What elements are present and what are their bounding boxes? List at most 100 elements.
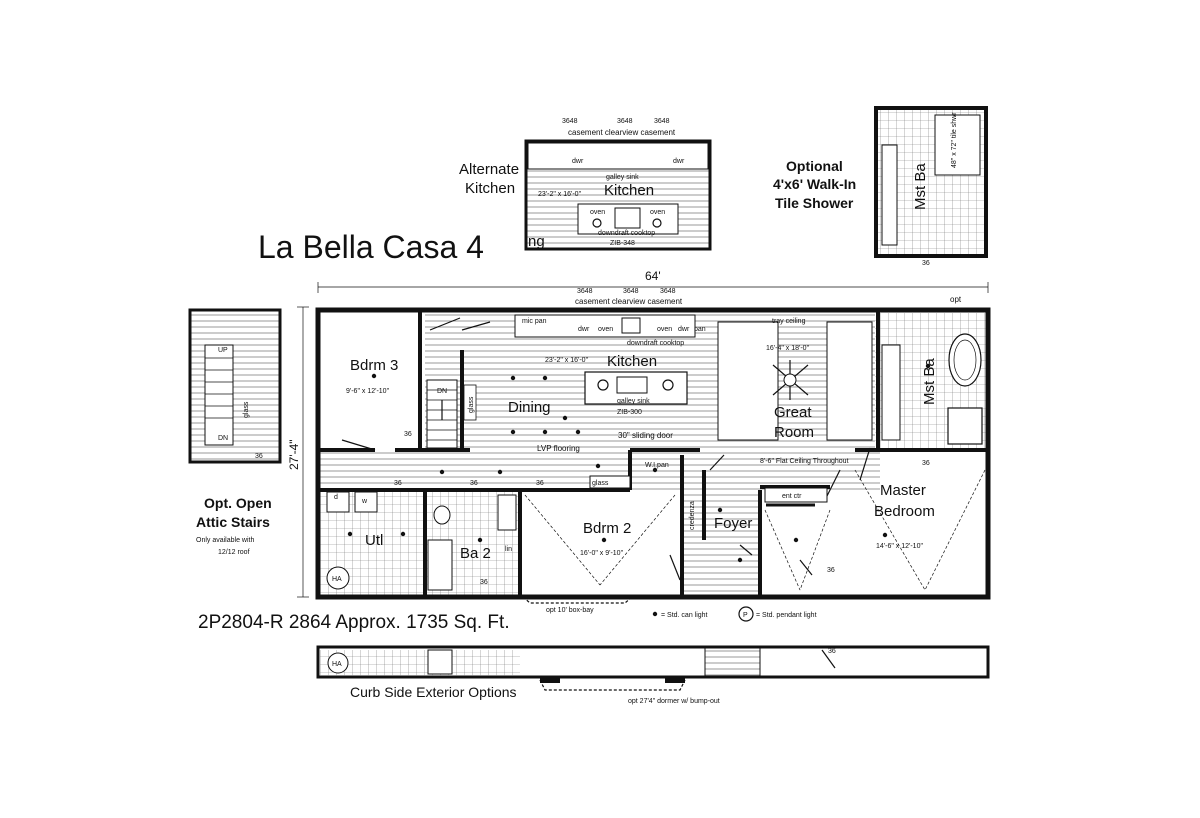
svg-text:Optional: Optional — [786, 158, 843, 174]
svg-text:dwr: dwr — [578, 326, 590, 333]
svg-text:Kitchen: Kitchen — [465, 180, 515, 197]
svg-text:23'-2" x 16'-0": 23'-2" x 16'-0" — [538, 191, 582, 198]
svg-text:casement clearview casement: casement clearview casement — [575, 297, 683, 306]
width-dimension: 64' — [317, 269, 989, 293]
attic-stairs-option: UP DN glass 36 Opt. Open Attic Stairs On… — [188, 308, 282, 556]
curb-side-label: Curb Side Exterior Options — [350, 684, 517, 700]
svg-text:14'-6" x 12'-10": 14'-6" x 12'-10" — [876, 543, 923, 550]
svg-text:3648: 3648 — [660, 288, 676, 295]
svg-text:36: 36 — [470, 480, 478, 487]
svg-text:36: 36 — [922, 460, 930, 467]
svg-text:oven: oven — [598, 326, 613, 333]
svg-text:Kitchen: Kitchen — [604, 182, 654, 199]
svg-text:ng: ng — [528, 233, 545, 250]
svg-text:36: 36 — [394, 480, 402, 487]
pendant-light-icon — [738, 606, 754, 622]
svg-text:tray ceiling: tray ceiling — [772, 318, 806, 325]
master-label-2: Bedroom — [874, 503, 935, 520]
svg-text:opt 10' box-bay: opt 10' box-bay — [546, 607, 594, 614]
svg-text:DN: DN — [437, 388, 447, 395]
svg-text:Attic Stairs: Attic Stairs — [196, 514, 270, 530]
svg-text:3648: 3648 — [654, 118, 670, 125]
svg-text:DN: DN — [218, 435, 228, 442]
alternate-kitchen-option: Alternate Kitchen 3648 3648 3648 casemen… — [459, 118, 712, 251]
main-floor-plan — [315, 307, 991, 604]
svg-text:lin: lin — [505, 546, 512, 553]
depth-dimension: 27'-4" — [287, 306, 309, 598]
svg-text:= Std. can light: = Std. can light — [661, 612, 708, 619]
curb-side-exterior: HA 36 Curb Side Exterior Options opt 27'… — [316, 645, 990, 705]
svg-text:27'-4": 27'-4" — [287, 439, 301, 470]
svg-text:Opt. Open: Opt. Open — [204, 495, 272, 511]
svg-text:galley sink: galley sink — [617, 398, 650, 405]
svg-text:opt: opt — [950, 295, 962, 304]
svg-text:36: 36 — [827, 567, 835, 574]
svg-text:oven: oven — [650, 209, 665, 216]
svg-text:downdraft cooktop: downdraft cooktop — [627, 340, 684, 347]
svg-text:30" sliding door: 30" sliding door — [618, 431, 673, 440]
svg-text:12/12 roof: 12/12 roof — [218, 549, 250, 556]
svg-text:48" x 72" tile shwr: 48" x 72" tile shwr — [951, 112, 958, 168]
bdrm2-label: Bdrm 2 — [583, 520, 631, 537]
svg-text:36: 36 — [255, 453, 263, 460]
dining-label: Dining — [508, 399, 551, 416]
svg-text:ZIB-300: ZIB-300 — [617, 409, 642, 416]
ba2-label: Ba 2 — [460, 545, 491, 562]
svg-text:= Std. pendant light: = Std. pendant light — [756, 612, 817, 619]
plan-title: La Bella Casa 4 — [258, 229, 484, 265]
svg-text:d: d — [334, 494, 338, 501]
svg-text:Only available with: Only available with — [196, 537, 254, 544]
svg-text:oven: oven — [657, 326, 672, 333]
svg-text:16'-4" x 18'-0": 16'-4" x 18'-0" — [766, 345, 810, 352]
svg-text:galley sink: galley sink — [606, 174, 639, 181]
svg-text:16'-0" x 9'-10": 16'-0" x 9'-10" — [580, 550, 624, 557]
svg-text:9'-6" x 12'-10": 9'-6" x 12'-10" — [346, 388, 390, 395]
svg-text:3648: 3648 — [617, 118, 633, 125]
svg-text:LVP flooring: LVP flooring — [537, 444, 580, 453]
svg-text:dwr: dwr — [673, 158, 685, 165]
utl-label: Utl — [365, 532, 383, 549]
svg-text:8'-6" Flat Ceiling Throughout: 8'-6" Flat Ceiling Throughout — [760, 458, 849, 465]
legend: = Std. can light P = Std. pendant light — [652, 606, 817, 622]
model-line: 2P2804-R 2864 Approx. 1735 Sq. Ft. — [198, 612, 510, 633]
svg-text:3648: 3648 — [562, 118, 578, 125]
svg-text:glass: glass — [592, 480, 609, 487]
svg-text:Tile Shower: Tile Shower — [775, 195, 854, 211]
svg-text:3648: 3648 — [577, 288, 593, 295]
svg-text:36: 36 — [536, 480, 544, 487]
svg-text:glass: glass — [243, 401, 250, 418]
kitchen-label: Kitchen — [607, 353, 657, 370]
svg-text:36: 36 — [480, 579, 488, 586]
svg-text:36: 36 — [922, 260, 930, 267]
mst-ba-label: Mst Ba — [921, 358, 938, 405]
svg-text:W.I.pan: W.I.pan — [645, 462, 669, 469]
svg-text:36: 36 — [404, 431, 412, 438]
great-label-2: Room — [774, 424, 814, 441]
svg-text:dwr: dwr — [572, 158, 584, 165]
window-codes: 3648 3648 3648 casement clearview caseme… — [575, 288, 962, 306]
svg-text:ZIB-348: ZIB-348 — [610, 240, 635, 247]
svg-text:HA: HA — [332, 576, 342, 583]
svg-text:mic pan: mic pan — [522, 318, 547, 325]
svg-text:Mst Ba: Mst Ba — [912, 163, 929, 210]
can-light-icon — [652, 611, 658, 617]
svg-text:36: 36 — [828, 648, 836, 655]
svg-text:casement clearview casement: casement clearview casement — [568, 128, 676, 137]
great-label-1: Great — [774, 404, 812, 421]
bdrm3-label: Bdrm 3 — [350, 357, 398, 374]
svg-text:oven: oven — [590, 209, 605, 216]
svg-text:P: P — [743, 612, 748, 619]
svg-text:64': 64' — [645, 269, 661, 283]
svg-text:w: w — [361, 498, 368, 505]
svg-text:pan: pan — [694, 326, 706, 333]
master-label-1: Master — [880, 482, 926, 499]
svg-text:dwr: dwr — [678, 326, 690, 333]
walk-in-shower-option: Optional 4'x6' Walk-In Tile Shower 48" x… — [773, 106, 988, 267]
svg-text:Alternate: Alternate — [459, 161, 519, 178]
svg-text:4'x6' Walk-In: 4'x6' Walk-In — [773, 176, 856, 192]
svg-text:downdraft cooktop: downdraft cooktop — [598, 230, 655, 237]
svg-text:glass: glass — [468, 396, 475, 413]
svg-text:23'-2" x 16'-0": 23'-2" x 16'-0" — [545, 357, 589, 364]
svg-text:HA: HA — [332, 661, 342, 668]
